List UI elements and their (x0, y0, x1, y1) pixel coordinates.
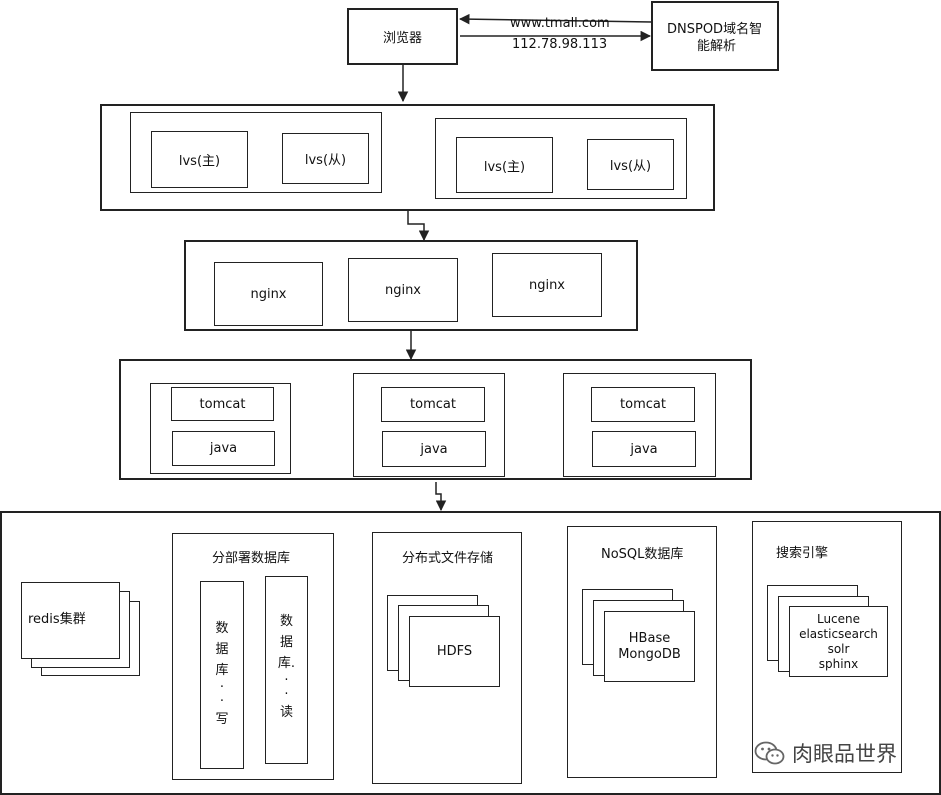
browser-box: 浏览器 (347, 8, 458, 65)
nginx-node-3-label: nginx (528, 277, 566, 293)
java-3-label: java (630, 441, 658, 457)
request-arrow (458, 13, 653, 25)
nosql-item: MongoDB (618, 646, 681, 662)
nginx-node-1: nginx (214, 262, 323, 326)
hdfs-label: HDFS (436, 644, 473, 659)
lvs-master-1-label: lvs(主) (178, 154, 221, 169)
java-1: java (172, 431, 275, 466)
distributed-db-title: 分部署数据库 (212, 551, 291, 566)
dns-label-line1: DNSPOD域名智 (667, 22, 763, 37)
java-3: java (592, 431, 696, 467)
nosql-box: HBase MongoDB (604, 611, 695, 682)
lvs-master-2-label: lvs(主) (483, 159, 526, 175)
tomcat-to-storage-arrow (435, 482, 447, 512)
lvs-slave-2: lvs(从) (587, 139, 674, 190)
lvs-master-2: lvs(主) (456, 137, 553, 193)
dfs-title: 分布式文件存储 (402, 551, 494, 566)
tomcat-3-label: tomcat (620, 397, 666, 412)
search-item: solr (827, 641, 850, 656)
nginx-node-2: nginx (348, 258, 458, 322)
tomcat-3: tomcat (591, 387, 695, 422)
tomcat-2-label: tomcat (410, 397, 456, 412)
write-db-box: 数 据 库 · · 写 (200, 581, 244, 769)
write-db-char: 数 (215, 621, 229, 636)
read-db-char: 据 (279, 635, 293, 650)
java-2-label: java (420, 441, 448, 457)
wechat-icon (754, 741, 785, 765)
write-db-char: · (219, 694, 225, 709)
read-db-char: 库. (277, 656, 296, 671)
search-item: Lucene (816, 611, 861, 626)
lvs-slave-1: lvs(从) (282, 133, 369, 184)
nginx-node-3: nginx (492, 253, 602, 317)
search-item: sphinx (818, 656, 859, 671)
watermark-text: 肉眼品世界 (792, 742, 897, 766)
resolved-ip-label: 112.78.98.113 (512, 37, 608, 52)
tomcat-1-label: tomcat (199, 396, 246, 412)
write-db-char: 据 (215, 642, 229, 657)
search-title: 搜索引擎 (776, 546, 829, 561)
distributed-db-panel (172, 533, 334, 780)
write-db-char: · (219, 680, 225, 695)
redis-label: redis集群 (28, 612, 86, 627)
tomcat-2: tomcat (381, 387, 485, 422)
nginx-node-1-label: nginx (250, 286, 287, 302)
read-db-box: 数 据 库. · · 读 (265, 576, 308, 764)
read-db-char: · (284, 687, 289, 702)
search-item: elasticsearch (799, 626, 878, 641)
read-db-char: 读 (279, 705, 293, 720)
nosql-item: HBase (628, 630, 671, 646)
java-2: java (382, 431, 486, 467)
browser-label: 浏览器 (382, 31, 422, 46)
lvs-to-nginx-arrow (407, 211, 430, 242)
read-db-char: 数 (279, 614, 293, 629)
write-db-char: 库 (215, 663, 229, 678)
nginx-node-2-label: nginx (384, 282, 422, 298)
request-url-label: www.tmall.com (510, 16, 610, 31)
read-db-char: · (284, 673, 289, 688)
lvs-master-1: lvs(主) (151, 131, 248, 188)
read-db-text: 数 据 库. · · 读 (266, 611, 307, 723)
java-1-label: java (209, 441, 238, 456)
lvs-slave-2-label: lvs(从) (609, 159, 652, 174)
search-box: Lucene elasticsearch solr sphinx (789, 606, 888, 677)
redis-stack-front: redis集群 (21, 582, 120, 659)
write-db-char: 写 (215, 712, 229, 727)
tomcat-1: tomcat (171, 387, 274, 421)
dns-label: DNSPOD域名智 能解析 (667, 21, 762, 55)
lvs-slave-1-label: lvs(从) (304, 153, 347, 168)
dns-label-line2: 能解析 (697, 39, 737, 54)
watermark: 肉眼品世界 (754, 738, 897, 768)
dns-box: DNSPOD域名智 能解析 (651, 1, 779, 71)
write-db-text: 数 据 库 · · 写 (201, 618, 243, 730)
nosql-title: NoSQL数据库 (601, 547, 684, 562)
hdfs-box: HDFS (409, 616, 500, 687)
